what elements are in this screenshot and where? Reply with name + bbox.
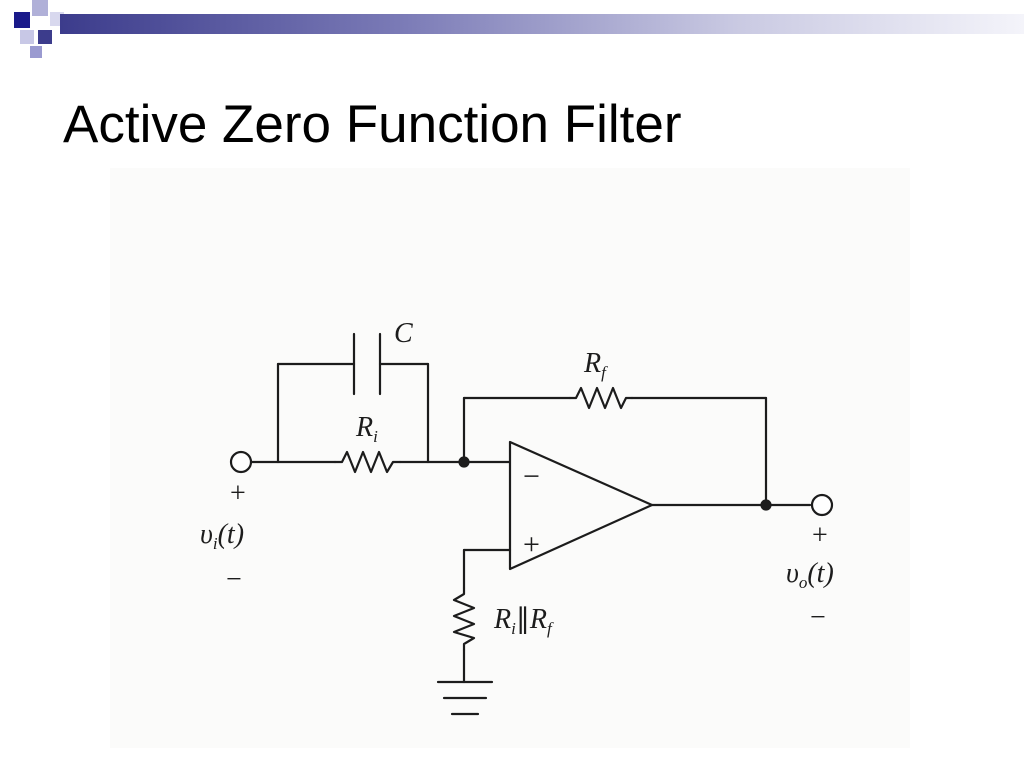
circuit-diagram: C Rf Ri Ri∥Rf − + + υi(t) − + υo(t) − <box>200 318 834 716</box>
bias-resistor-parallel-symbol: ∥ <box>516 604 530 635</box>
input-resistor-symbol <box>333 450 402 474</box>
deco-square <box>20 30 34 44</box>
input-voltage-variable: υ <box>200 519 213 550</box>
input-resistor-label: Ri <box>355 412 378 446</box>
feedback-resistor-symbol <box>568 386 634 410</box>
bias-resistor-label: Ri∥Rf <box>493 604 554 638</box>
input-resistor-letter: R <box>355 412 373 443</box>
decorative-squares <box>0 0 80 60</box>
bias-resistor-letter-2: R <box>529 604 547 635</box>
bias-resistor-subscript-1: i <box>511 619 516 638</box>
slide-title: Active Zero Function Filter <box>63 95 682 154</box>
output-voltage-variable: υ <box>786 558 799 589</box>
output-minus-sign: − <box>810 602 826 633</box>
deco-square <box>32 0 48 16</box>
opamp-triangle <box>508 440 654 571</box>
input-voltage-subscript: i <box>213 534 218 553</box>
deco-square <box>14 12 30 28</box>
output-voltage-argument: (t) <box>807 558 833 589</box>
feedback-resistor-letter: R <box>583 348 601 379</box>
deco-square <box>30 46 42 58</box>
circuit-figure: C Rf Ri Ri∥Rf − + + υi(t) − + υo(t) − <box>110 168 910 748</box>
input-minus-sign: − <box>226 564 242 595</box>
header-gradient-bar <box>60 14 1024 34</box>
output-node-dot <box>760 499 772 511</box>
input-voltage-label: υi(t) <box>200 519 244 553</box>
output-plus-sign: + <box>812 520 828 551</box>
input-resistor-subscript: i <box>373 427 378 446</box>
input-plus-sign: + <box>230 478 246 509</box>
capacitor-label: C <box>394 318 413 349</box>
bias-resistor-symbol <box>452 586 476 652</box>
feedback-resistor-label: Rf <box>583 348 608 382</box>
bias-resistor-letter-1: R <box>493 604 511 635</box>
output-terminal <box>810 493 834 517</box>
output-voltage-subscript: o <box>799 573 808 592</box>
input-voltage-argument: (t) <box>218 519 244 550</box>
feedback-resistor-subscript: f <box>601 363 608 382</box>
input-terminal <box>229 450 253 474</box>
deco-square <box>38 30 52 44</box>
opamp-inverting-symbol: − <box>523 460 540 493</box>
bias-resistor-subscript-2: f <box>547 619 554 638</box>
output-voltage-label: υo(t) <box>786 558 834 592</box>
opamp-noninverting-symbol: + <box>523 528 540 561</box>
